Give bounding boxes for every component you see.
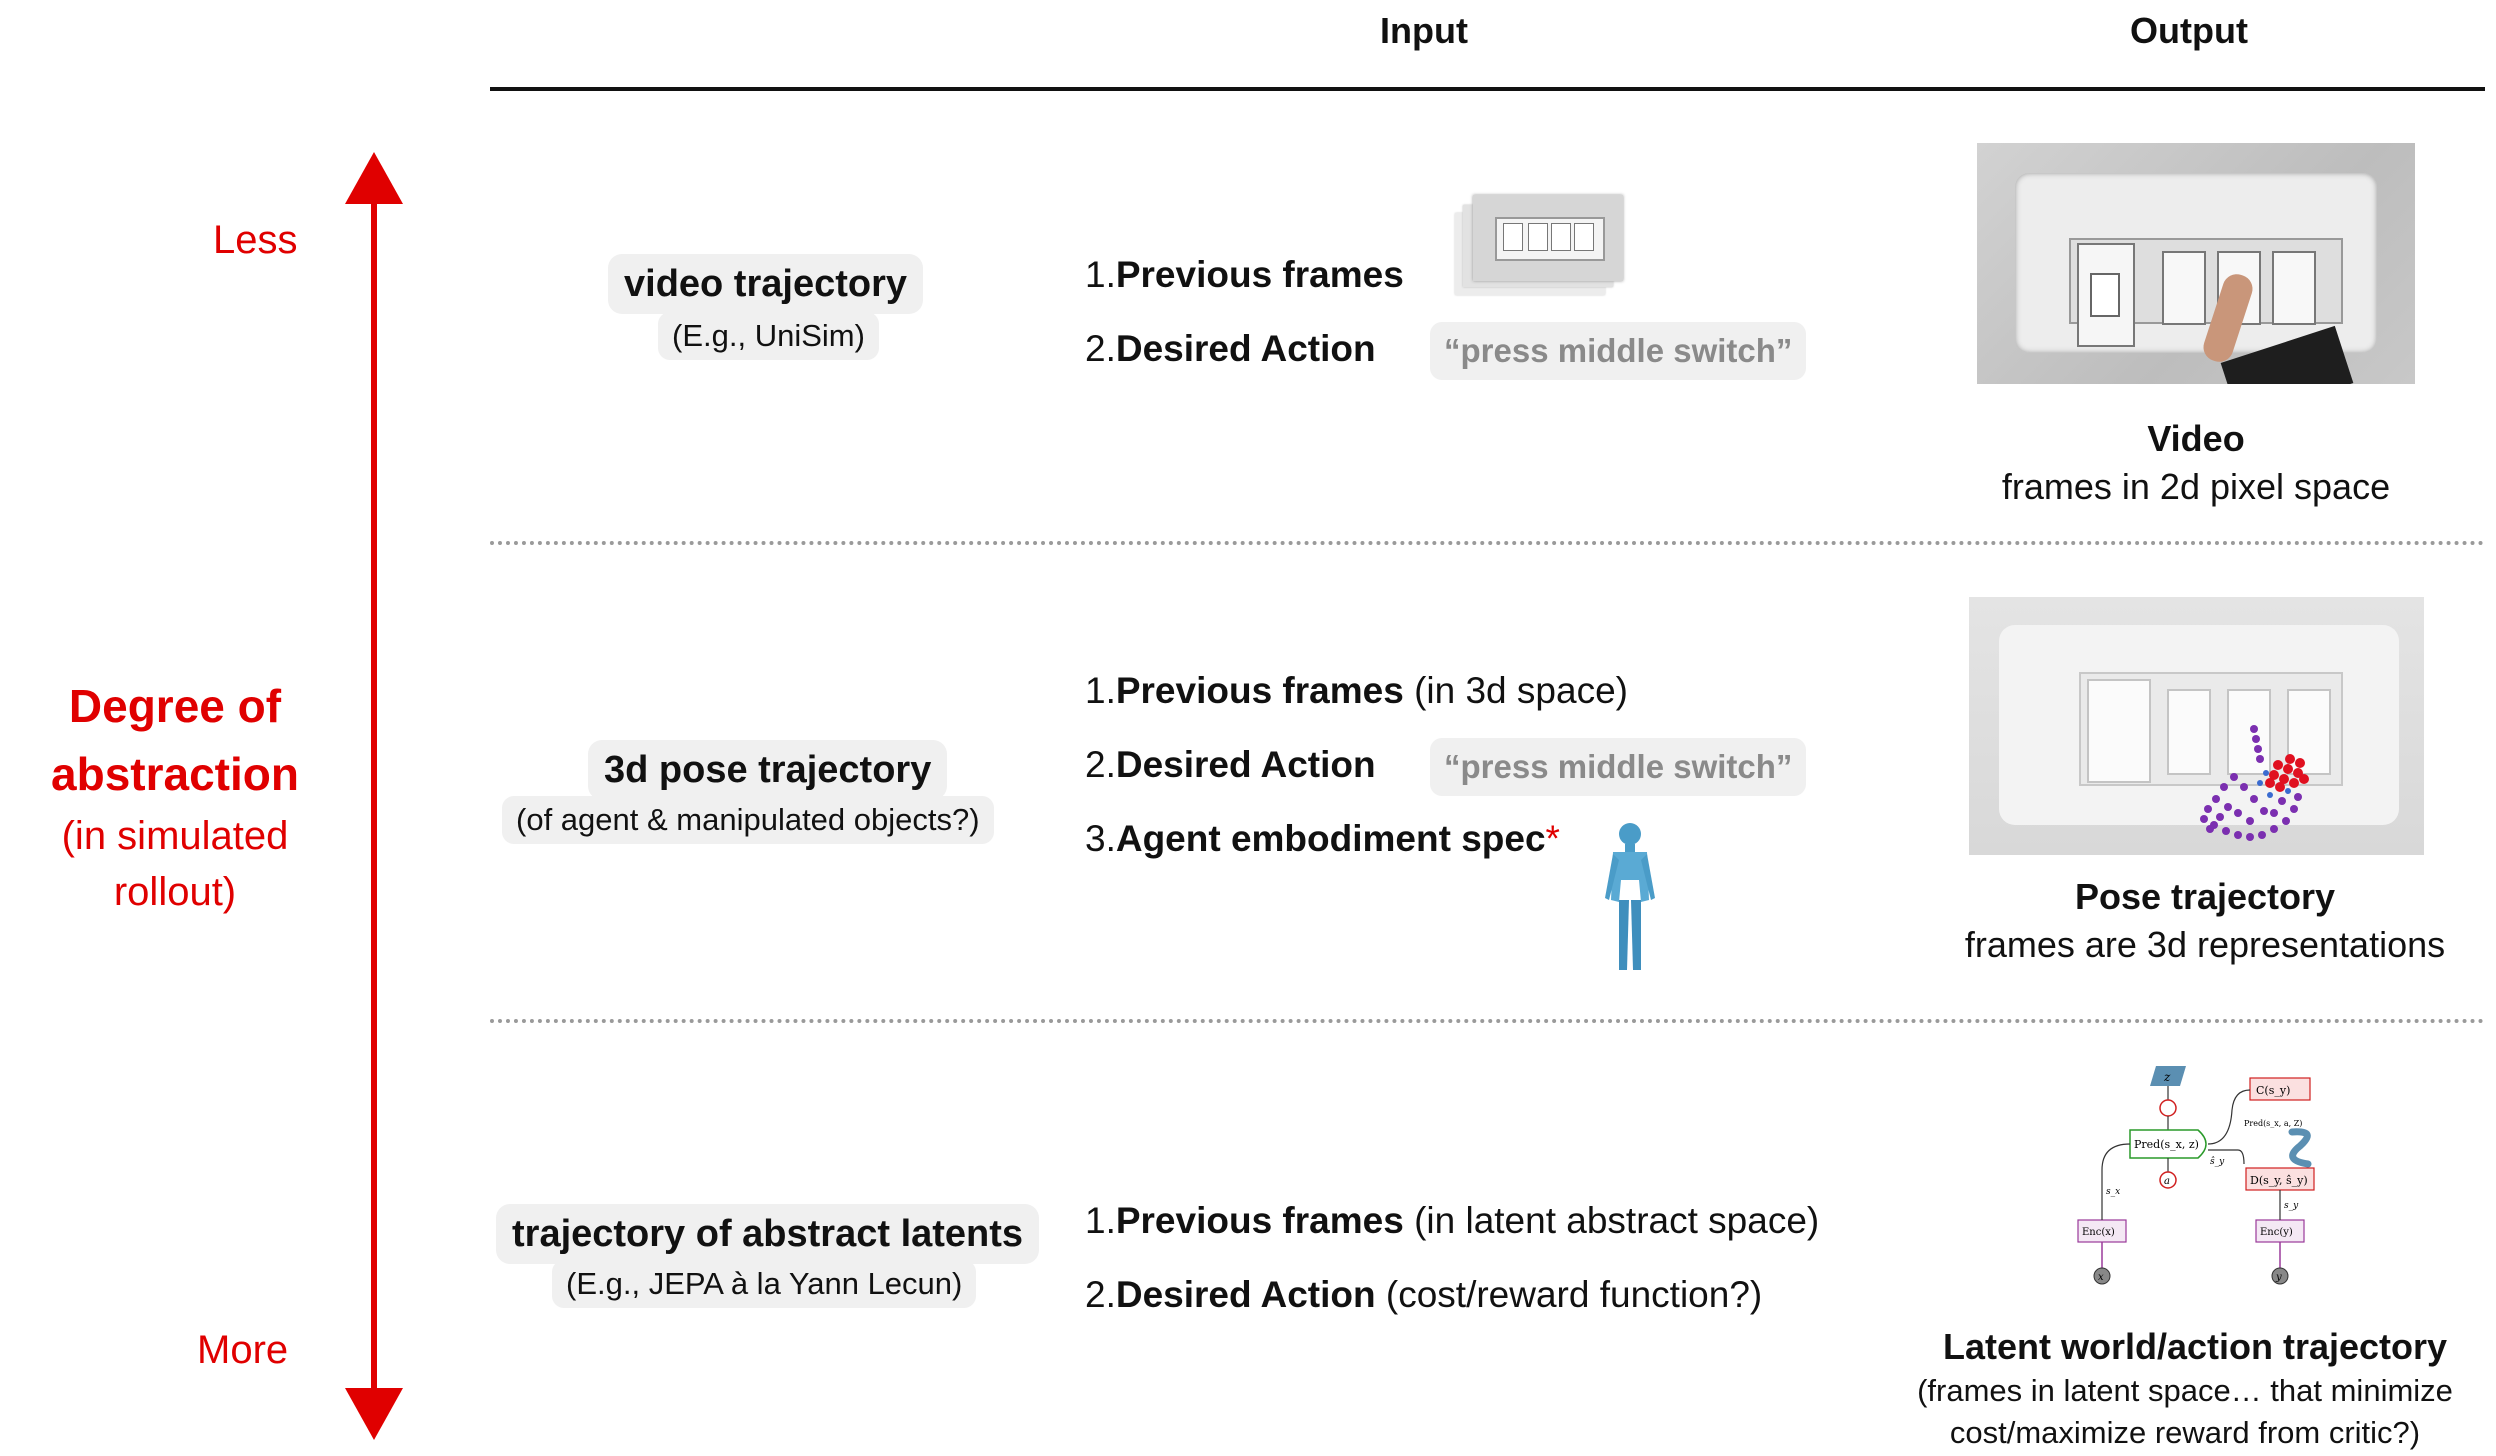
sy-label: s_y <box>2284 1201 2299 1211</box>
z-variable-shape <box>2150 1066 2186 1086</box>
item-number: 2. <box>1085 1274 1116 1315</box>
row2-item1: 1.Previous frames (in 3d space) <box>1085 670 1628 712</box>
row3-output-sub: (frames in latent space… that minimize c… <box>1880 1370 2490 1454</box>
row2-action-quote: “press middle switch” <box>1430 738 1807 796</box>
item-star: * <box>1545 818 1560 859</box>
jepa-diagram: z Pred(s_x, z) a C(s_y) Pred(s_x, a, Z) … <box>2077 1066 2315 1285</box>
x-input-circle <box>2093 1267 2111 1285</box>
axis-less-label: Less <box>213 218 298 262</box>
z-label: z <box>2163 1070 2171 1084</box>
item-bold: Previous frames <box>1115 254 1404 295</box>
row3-sublabel: (E.g., JEPA à la Yann Lecun) <box>552 1260 977 1308</box>
output-header: Output <box>2130 10 2248 51</box>
input-header: Input <box>1380 10 1468 51</box>
item-number: 1. <box>1085 1200 1116 1241</box>
item-rest: (cost/reward function?) <box>1375 1274 1763 1315</box>
trajectory-s-icon <box>2288 1128 2312 1168</box>
row1-action-quote: “press middle switch” <box>1430 322 1807 380</box>
item-number: 1. <box>1085 254 1116 295</box>
item-bold: Previous frames <box>1115 670 1404 711</box>
z-regularizer-circle <box>2159 1099 2177 1117</box>
predictor-small-label: Pred(s_x, a, Z) <box>2244 1119 2302 1128</box>
sy-hat-label: ŝ_y <box>2210 1156 2225 1167</box>
distance-label: D(s_y, ŝ_y) <box>2250 1174 2308 1187</box>
row2-output-title: Pose trajectory <box>2074 876 2336 917</box>
previous-frames-thumbnail <box>1455 195 1630 300</box>
y-input-label: y <box>2275 1272 2282 1283</box>
row2-sublabel: (of agent & manipulated objects?) <box>502 796 994 844</box>
row1-item1: 1.Previous frames <box>1085 254 1404 296</box>
row-divider-1 <box>490 541 2485 545</box>
row1-label: video trajectory <box>608 254 923 314</box>
item-number: 2. <box>1085 328 1116 369</box>
row3-label: trajectory of abstract latents <box>496 1204 1040 1264</box>
arrow-down-icon <box>345 1388 403 1440</box>
item-number: 3. <box>1085 818 1116 859</box>
row2-item3: 3.Agent embodiment spec* <box>1085 818 1560 860</box>
axis-title-line2: abstraction <box>51 748 299 800</box>
enc-x-label: Enc(x) <box>2082 1227 2115 1238</box>
item-number: 1. <box>1085 670 1116 711</box>
row1-output-title: Video <box>2147 418 2245 459</box>
row3-item2: 2.Desired Action (cost/reward function?) <box>1085 1274 1762 1316</box>
item-number: 2. <box>1085 744 1116 785</box>
predictor-box <box>2129 1129 2207 1159</box>
row3-output-sub-line2: cost/maximize reward from critic?) <box>1949 1415 2421 1450</box>
row1-output-sub: frames in 2d pixel space <box>2001 466 2391 507</box>
axis-title: Degree of abstraction <box>20 672 330 808</box>
axis-title-line1: Degree of <box>68 680 282 732</box>
cost-box <box>2249 1077 2311 1101</box>
item-rest: (in 3d space) <box>1403 670 1628 711</box>
action-label: a <box>2164 1176 2170 1187</box>
pose-output-image <box>1969 597 2424 855</box>
row2-output-sub: frames are 3d representations <box>1964 924 2446 965</box>
cost-label: C(s_y) <box>2256 1084 2290 1097</box>
row1-item2: 2.Desired Action <box>1085 328 1376 370</box>
item-rest: (in latent abstract space) <box>1403 1200 1820 1241</box>
human-body-icon <box>1605 823 1655 970</box>
axis-subtitle-line2: rollout) <box>113 870 237 914</box>
enc-y-label: Enc(y) <box>2260 1227 2293 1238</box>
row3-item1: 1.Previous frames (in latent abstract sp… <box>1085 1200 1819 1242</box>
x-input-label: x <box>2098 1272 2104 1283</box>
row3-output-sub-line1: (frames in latent space… that minimize <box>1917 1373 2453 1408</box>
axis-subtitle-line1: (in simulated <box>61 814 289 858</box>
row1-sublabel: (E.g., UniSim) <box>658 312 879 360</box>
axis-subtitle: (in simulated rollout) <box>20 808 330 920</box>
header-rule <box>490 87 2485 91</box>
row2-label: 3d pose trajectory <box>588 740 948 800</box>
item-bold: Agent embodiment spec <box>1115 818 1546 859</box>
abstraction-axis-line <box>371 195 377 1395</box>
row2-item2: 2.Desired Action <box>1085 744 1376 786</box>
item-bold: Desired Action <box>1115 1274 1376 1315</box>
axis-more-label: More <box>197 1328 289 1372</box>
sx-label: s_x <box>2106 1187 2120 1197</box>
action-circle <box>2159 1171 2177 1189</box>
row-divider-2 <box>490 1019 2485 1023</box>
item-bold: Desired Action <box>1115 328 1376 369</box>
y-input-circle <box>2271 1267 2289 1285</box>
row3-output-title: Latent world/action trajectory <box>1942 1326 2448 1367</box>
video-output-image <box>1977 143 2415 384</box>
predictor-label: Pred(s_x, z) <box>2134 1138 2199 1151</box>
item-bold: Desired Action <box>1115 744 1376 785</box>
item-bold: Previous frames <box>1115 1200 1404 1241</box>
